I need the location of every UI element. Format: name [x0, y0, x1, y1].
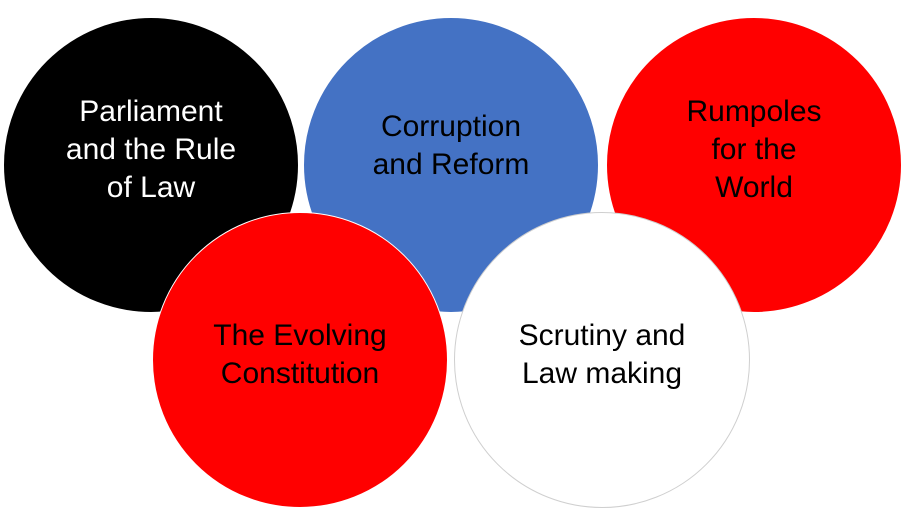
circle-label: Rumpoles for the World — [686, 95, 822, 204]
circle-evolving-constitution: The Evolving Constitution — [152, 212, 448, 508]
circle-scrutiny-and-law-making: Scrutiny and Law making — [454, 212, 750, 508]
circle-label: Corruption and Reform — [372, 110, 530, 181]
circle-parliament-rule-of-law: Parliament and the Rule of Law — [3, 17, 299, 313]
circle-label: The Evolving Constitution — [213, 319, 387, 390]
circle-label: Parliament and the Rule of Law — [65, 95, 237, 204]
circle-label: Scrutiny and Law making — [518, 319, 686, 390]
